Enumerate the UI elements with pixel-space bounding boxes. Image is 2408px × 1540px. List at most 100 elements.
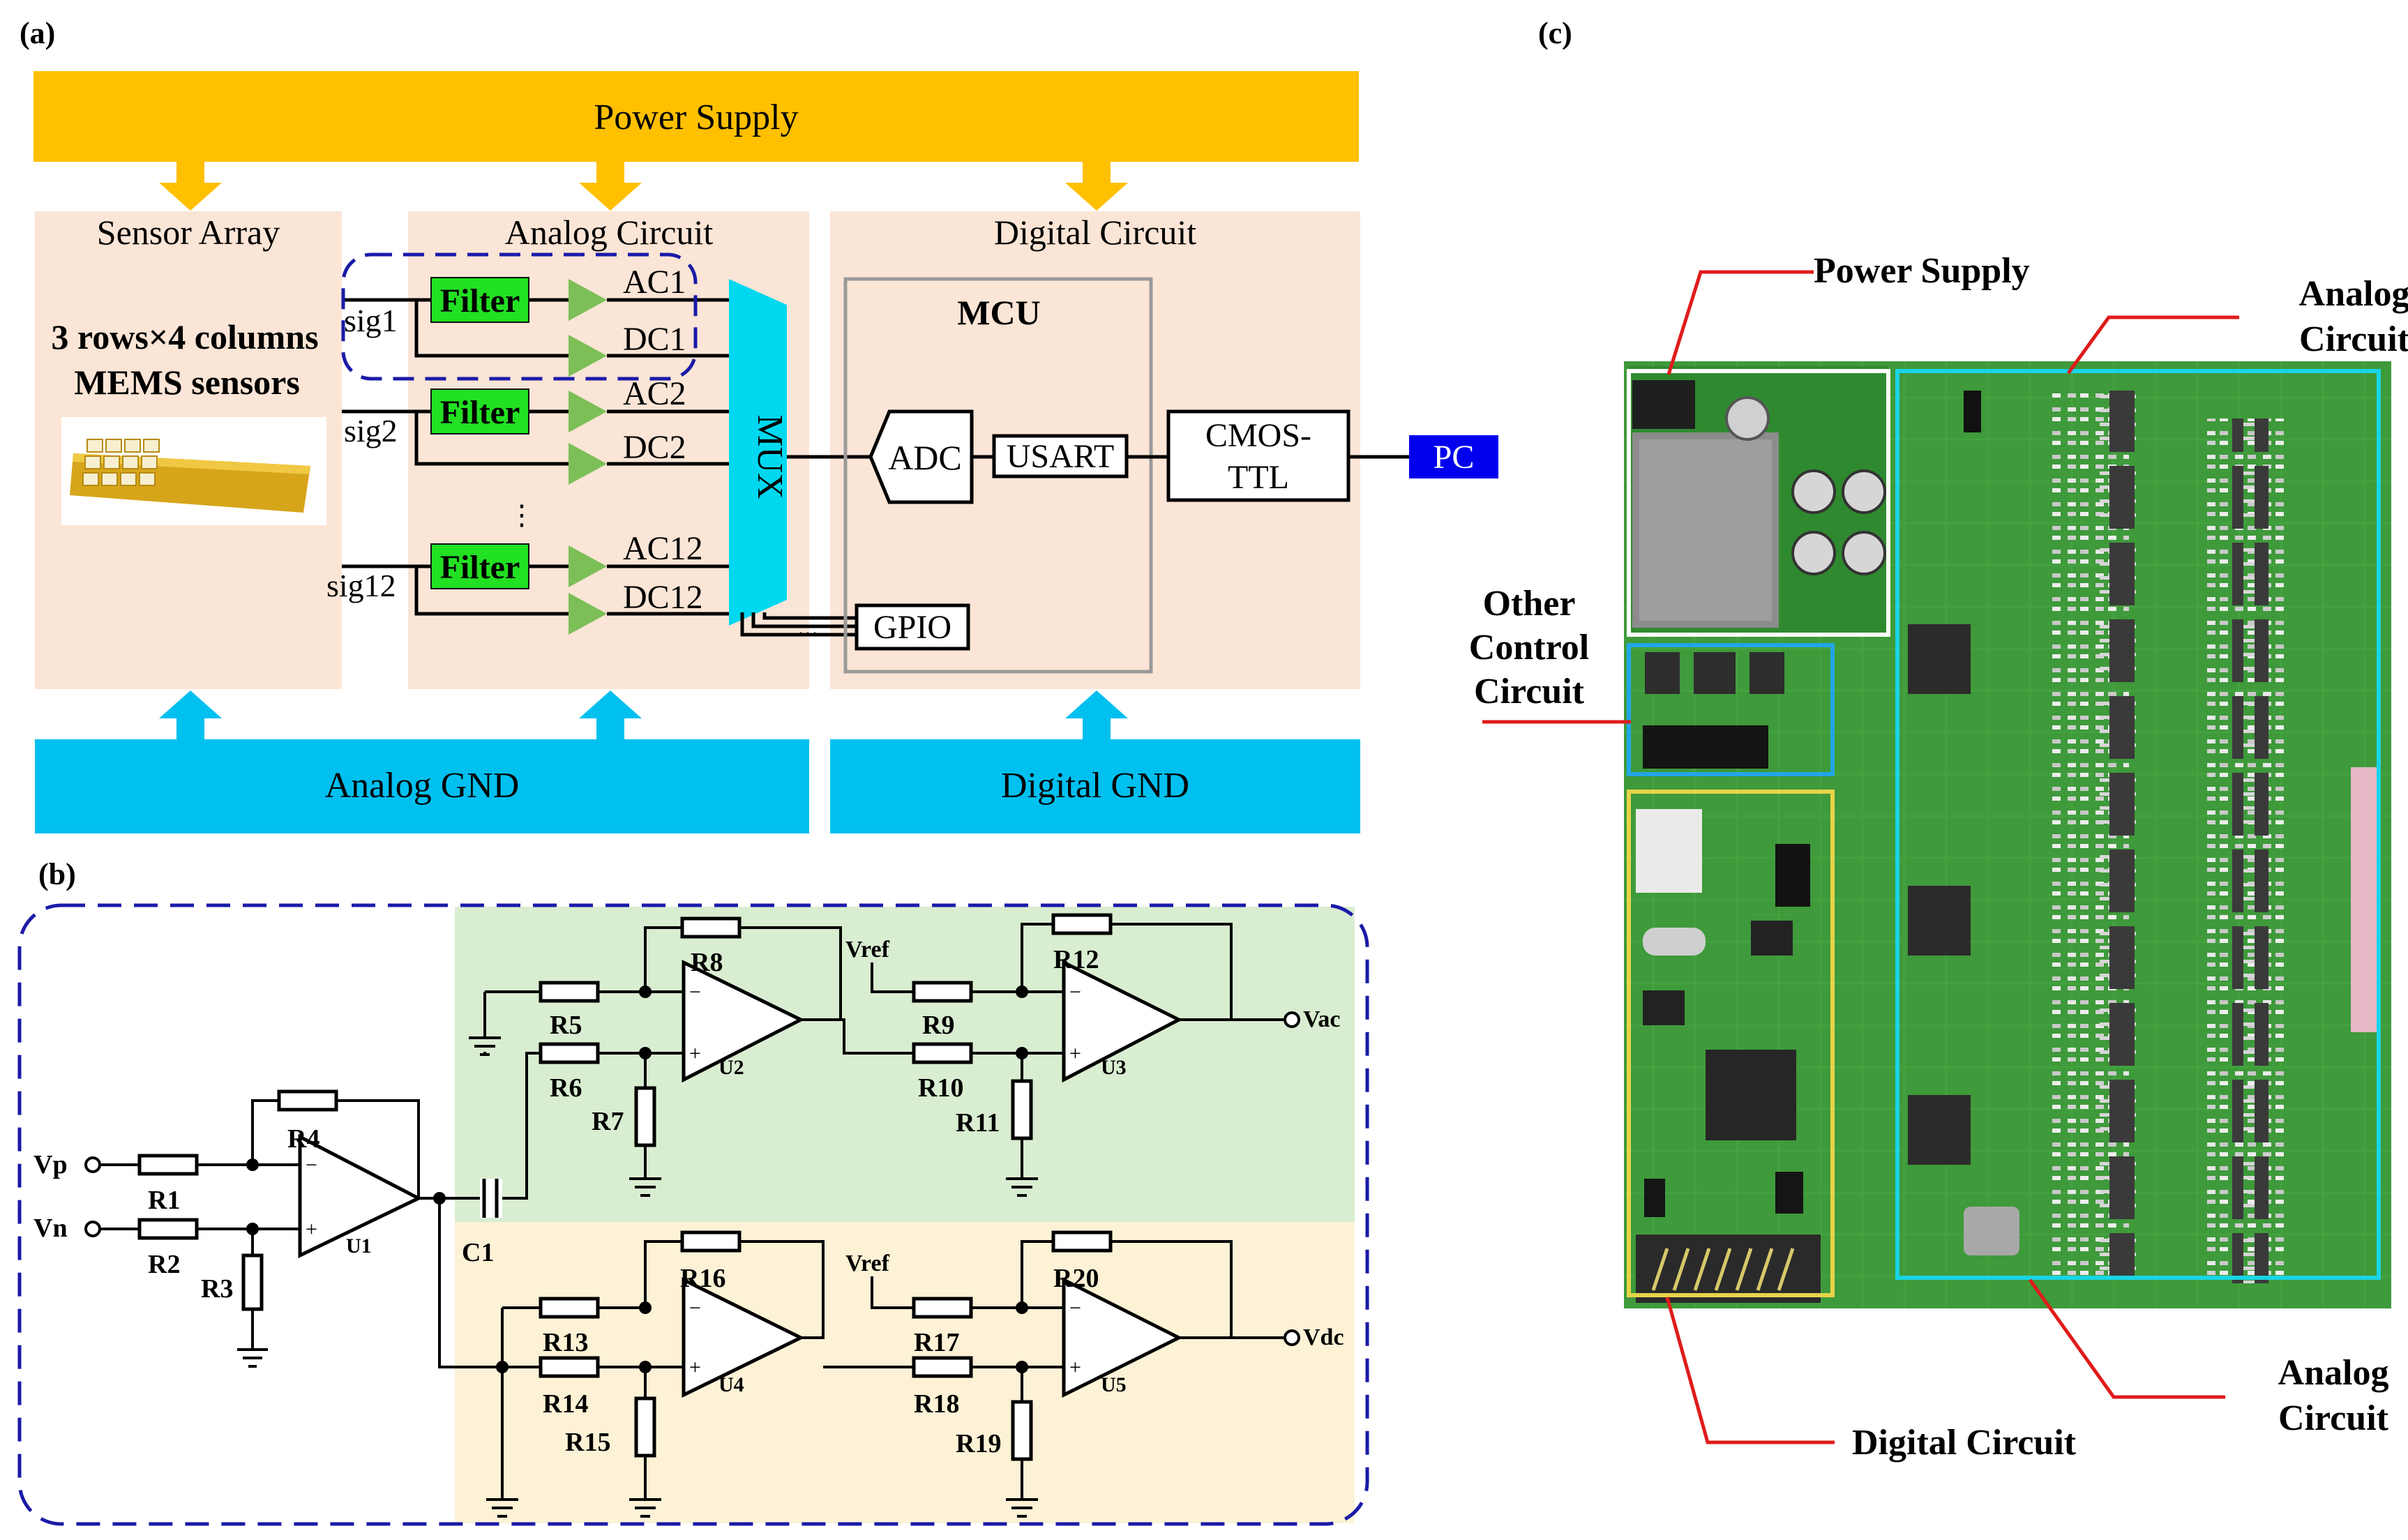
sensor-description-line2: MEMS sensors bbox=[74, 363, 300, 402]
dc12-label: DC12 bbox=[623, 579, 703, 616]
resistor-r14 bbox=[539, 1356, 600, 1378]
analog-gnd-bar bbox=[35, 739, 809, 833]
resistor-r10 bbox=[912, 1042, 973, 1064]
op-amp-u2 bbox=[682, 959, 805, 1083]
vp-label: Vp bbox=[33, 1150, 68, 1179]
sig1-label: sig1 bbox=[344, 303, 398, 338]
resistors bbox=[137, 913, 1113, 1461]
ac2-label: AC2 bbox=[623, 375, 686, 412]
ac12-label: AC12 bbox=[623, 530, 703, 567]
u1-plus: + bbox=[306, 1218, 317, 1241]
r16-label: R16 bbox=[680, 1264, 725, 1293]
mux-gpio-ellipsis: ··· bbox=[797, 622, 818, 645]
capacitor-c1 bbox=[480, 1179, 502, 1218]
power-supply-label: Power Supply bbox=[594, 98, 798, 137]
usart-block bbox=[992, 434, 1129, 478]
filter-1-label: Filter bbox=[440, 282, 520, 319]
gpio-label: GPIO bbox=[873, 609, 951, 646]
u5-plus: + bbox=[1069, 1356, 1081, 1379]
r1-label: R1 bbox=[148, 1186, 180, 1215]
u4-minus: − bbox=[689, 1297, 701, 1320]
callout-digital bbox=[1665, 1297, 1835, 1444]
ac-path-background bbox=[455, 907, 1355, 1222]
u4-plus: + bbox=[689, 1356, 701, 1379]
pcb-callouts bbox=[1482, 270, 2239, 1444]
analog-gnd-label: Analog GND bbox=[325, 766, 520, 806]
r7-label: R7 bbox=[592, 1107, 624, 1136]
pc-label: PC bbox=[1433, 439, 1475, 476]
r18-label: R18 bbox=[914, 1389, 959, 1419]
r20-label: R20 bbox=[1053, 1264, 1099, 1293]
callout-analog-bottom bbox=[2028, 1278, 2225, 1399]
power-supply-bar bbox=[33, 71, 1359, 162]
analog-circuit-title: Analog Circuit bbox=[505, 213, 714, 252]
pcb-labels: Power Supply Analog Circuit Other Contro… bbox=[1469, 251, 2408, 1463]
u3-label: U3 bbox=[1101, 1056, 1127, 1079]
sig2-label: sig2 bbox=[344, 413, 398, 448]
u2-minus: − bbox=[689, 981, 701, 1004]
ground-symbols bbox=[237, 1036, 1038, 1518]
terminals bbox=[84, 1011, 1300, 1346]
r3-label: R3 bbox=[201, 1274, 233, 1304]
channel-1-highlight bbox=[341, 252, 698, 381]
callout-analog-top bbox=[2066, 315, 2239, 375]
buffer-triangles bbox=[569, 279, 607, 635]
mux-wiring bbox=[740, 455, 872, 637]
resistor-r7 bbox=[634, 1086, 656, 1147]
resistor-r2 bbox=[137, 1218, 199, 1240]
u3-plus: + bbox=[1069, 1042, 1081, 1065]
r2-label: R2 bbox=[148, 1250, 180, 1279]
r10-label: R10 bbox=[918, 1073, 963, 1103]
sensor-description-line1: 3 rows×4 columns bbox=[51, 317, 318, 356]
pcb-board bbox=[1624, 361, 2391, 1308]
pc-block bbox=[1409, 435, 1498, 478]
adc-label: ADC bbox=[888, 438, 962, 477]
power-arrows bbox=[159, 162, 1128, 211]
power-arrow-analog bbox=[579, 162, 642, 211]
sensor-board-image bbox=[61, 417, 326, 525]
filter-2: Filter bbox=[430, 388, 529, 435]
resistor-r16 bbox=[680, 1230, 742, 1253]
usart-label: USART bbox=[1007, 438, 1114, 475]
r12-label: R12 bbox=[1053, 945, 1099, 974]
resistor-r13 bbox=[539, 1297, 600, 1319]
u1-label: U1 bbox=[346, 1235, 372, 1258]
cmos-ttl-label-1: CMOS- bbox=[1205, 417, 1311, 454]
digital-circuit-title: Digital Circuit bbox=[994, 213, 1196, 252]
mux-block bbox=[729, 279, 787, 626]
dc1-label: DC1 bbox=[623, 321, 686, 358]
junction-dots bbox=[246, 986, 1028, 1373]
filter-2-label: Filter bbox=[440, 394, 520, 431]
op-amp-u5 bbox=[1062, 1276, 1183, 1398]
gnd-arrow-analog bbox=[579, 690, 642, 739]
power-arrow-digital bbox=[1065, 162, 1128, 211]
r9-label: R9 bbox=[922, 1011, 954, 1040]
sig12-label: sig12 bbox=[326, 568, 396, 603]
callout-power bbox=[1666, 270, 1814, 375]
vac-label: Vac bbox=[1303, 1006, 1341, 1032]
op-amp-u4 bbox=[682, 1276, 805, 1398]
gpio-block bbox=[855, 603, 970, 651]
r8-label: R8 bbox=[691, 948, 723, 977]
digital-gnd-label: Digital GND bbox=[1001, 766, 1189, 806]
resistor-r15 bbox=[634, 1396, 656, 1458]
r5-label: R5 bbox=[550, 1011, 582, 1040]
pcb-other-label-3: Circuit bbox=[1474, 672, 1585, 711]
u3-minus: − bbox=[1069, 981, 1081, 1004]
r17-label: R17 bbox=[914, 1328, 959, 1357]
vref-2-label: Vref bbox=[845, 1251, 890, 1276]
schematic-labels: Vp Vn R1 R2 R3 R4 U1 C1 R5 R6 R7 R8 U2 V… bbox=[33, 937, 1344, 1458]
u4-label: U4 bbox=[718, 1373, 744, 1396]
op-amp-u3 bbox=[1062, 959, 1183, 1083]
pcb-analog-bottom-label-2: Circuit bbox=[2278, 1398, 2389, 1438]
resistor-r4 bbox=[277, 1089, 338, 1112]
filter-1: Filter bbox=[430, 277, 529, 323]
ac1-label: AC1 bbox=[623, 264, 686, 301]
u1-minus: − bbox=[306, 1154, 317, 1177]
resistor-r20 bbox=[1051, 1230, 1113, 1253]
mux-label: MUX bbox=[750, 414, 790, 499]
resistor-r17 bbox=[912, 1297, 973, 1319]
cmos-ttl-block bbox=[1166, 409, 1350, 502]
r4-label: R4 bbox=[287, 1124, 319, 1154]
resistor-r18 bbox=[912, 1356, 973, 1378]
